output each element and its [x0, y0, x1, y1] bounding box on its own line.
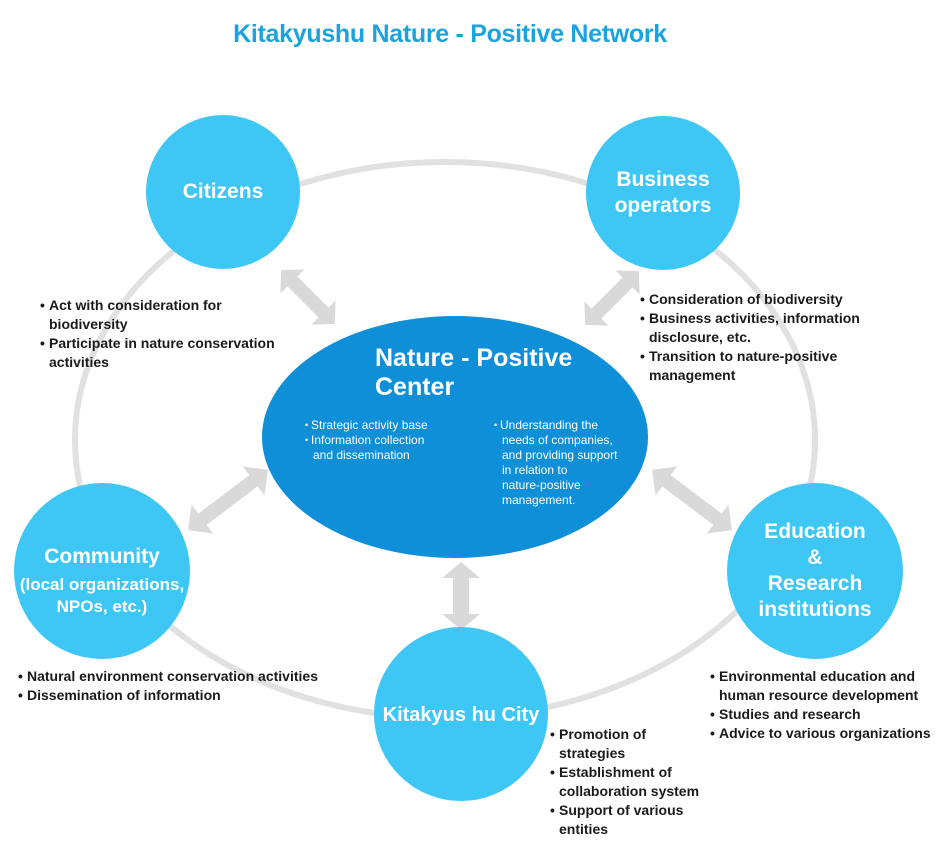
citizens-bullets: Act with consideration for biodiversity … [40, 296, 275, 372]
center-left-item: and dissemination [306, 448, 428, 463]
bullet-item-cont: activities [49, 354, 109, 370]
bullet-item: Participate in nature conservation [40, 334, 275, 353]
bullet-item-cont: management [649, 367, 736, 383]
bullet-item: Establishment of [550, 763, 699, 782]
arrow-city-center [442, 562, 480, 630]
center-right-item-cont: management. [502, 493, 576, 507]
bullet-item-cont: biodiversity [49, 316, 128, 332]
bullet-item: Consideration of biodiversity [640, 290, 860, 309]
bullet-item-cont: collaboration system [559, 783, 700, 799]
center-right-item: Understanding the [494, 418, 617, 433]
center-title-line1: Nature - Positive [375, 344, 573, 372]
node-city-circle [374, 627, 548, 801]
node-education-label-line1: Education [764, 520, 866, 543]
center-right-item-cont: in relation to [502, 463, 568, 477]
node-community-label: Community (local organizations, NPOs, et… [14, 543, 190, 618]
center-left-item-cont: and dissemination [313, 448, 410, 462]
node-community-label-line3: NPOs, etc.) [56, 597, 148, 616]
bullet-item: Business activities, information [640, 309, 860, 328]
center-right-item-cont: needs of companies, [502, 433, 613, 447]
node-community-circle [14, 483, 190, 659]
bullet-item-cont: entities [559, 821, 609, 837]
node-education-label-line2: & [807, 546, 823, 569]
node-business-label-line1: Business [616, 168, 710, 191]
center-right-item: management. [495, 493, 617, 508]
center-left-list: Strategic activity base Information coll… [305, 418, 428, 463]
node-city-label-text: Kitakyus hu City [382, 704, 540, 726]
node-community-label-line2: (local organizations, [19, 575, 185, 594]
center-left-item: Information collection [305, 433, 428, 448]
bullet-item: Dissemination of information [18, 686, 318, 705]
arrow-citizens-center [280, 269, 336, 325]
center-left-item: Strategic activity base [305, 418, 428, 433]
bullet-item: Studies and research [710, 705, 931, 724]
center-right-list: Understanding the needs of companies, an… [494, 418, 617, 508]
node-education-label-line4: institutions [758, 598, 872, 621]
node-business-label: Business operators [586, 116, 740, 272]
education-bullets: Environmental education and human resour… [710, 667, 931, 743]
node-community-label-line1: Community [44, 545, 160, 568]
node-city-label: Kitakyus hu City [374, 702, 548, 728]
node-citizens-circle [146, 115, 300, 269]
center-right-item: needs of companies, [495, 433, 617, 448]
diagram-title: Kitakyushu Nature - Positive Network [233, 20, 667, 48]
node-education-label-line3: Research [767, 572, 863, 595]
center-title-line2: Center [375, 373, 455, 401]
node-citizens-label: Citizens [146, 115, 300, 269]
arrow-education-center [652, 466, 732, 534]
center-right-item: nature-positive [495, 478, 617, 493]
node-business-circle [586, 116, 740, 270]
center-ellipse [262, 316, 648, 558]
bullet-item-cont: strategies [559, 745, 626, 761]
bullet-item: Support of various [550, 801, 699, 820]
bullet-item: Environmental education and [710, 667, 931, 686]
arrow-business-center [584, 270, 640, 326]
bullet-item-cont: human resource development [719, 687, 919, 703]
center-right-item: and providing support [495, 448, 617, 463]
center-title: Nature - Positive Center [375, 344, 572, 402]
bullet-item: Transition to nature-positive [640, 347, 860, 366]
bullet-item: Advice to various organizations [710, 724, 931, 743]
node-education-label: Education & Research institutions [727, 519, 903, 623]
node-business-label-line2: operators [614, 194, 712, 217]
node-education-circle [727, 483, 903, 659]
bullet-item: Promotion of [550, 725, 699, 744]
bullet-item: Act with consideration for [40, 296, 275, 315]
business-bullets: Consideration of biodiversity Business a… [640, 290, 860, 385]
center-right-item: in relation to [495, 463, 617, 478]
bullet-item-cont: disclosure, etc. [649, 329, 751, 345]
bullet-item: Natural environment conservation activit… [18, 667, 318, 686]
center-right-item-cont: nature-positive [502, 478, 581, 492]
node-citizens-label-text: Citizens [182, 180, 264, 203]
arrow-community-center [188, 466, 268, 534]
community-bullets: Natural environment conservation activit… [18, 667, 318, 705]
center-right-item-cont: and providing support [502, 448, 618, 462]
city-bullets: Promotion of strategies Establishment of… [550, 725, 699, 839]
